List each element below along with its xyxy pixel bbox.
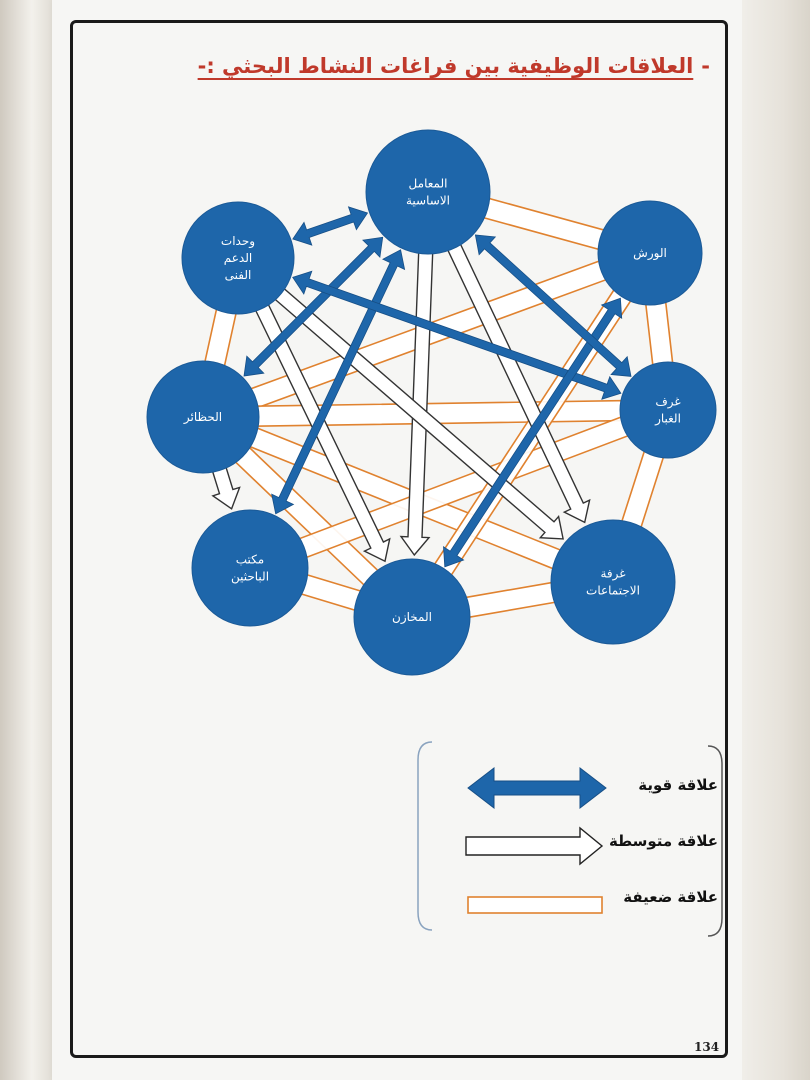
node-label-dust: الغبار xyxy=(654,412,681,427)
legend xyxy=(417,741,723,937)
legend-medium-arrow-icon xyxy=(465,826,604,866)
node-label-support: الدعم xyxy=(224,251,252,265)
legend-bracket-left xyxy=(417,741,433,931)
node-dust: غرف الغبار xyxy=(619,361,717,459)
node-label-meeting: غرفة xyxy=(600,567,625,582)
node-circle-labs xyxy=(365,129,491,255)
node-label-offices: الباحثين xyxy=(231,570,269,585)
node-barns: الحظائر xyxy=(146,360,260,474)
node-label-dust: غرف xyxy=(655,395,680,410)
node-circle-meeting xyxy=(550,519,676,645)
node-label-workshops: الورش xyxy=(633,246,667,261)
node-support: وحدات الدعم الفنى xyxy=(181,201,295,315)
strong-relation-arrow-support-dust xyxy=(292,270,622,400)
title-text: العلاقات الوظيفية بين فراغات النشاط البح… xyxy=(197,54,694,78)
weak-relation-bar-labs-workshops xyxy=(478,196,610,252)
node-label-support: الفنى xyxy=(225,268,252,282)
node-label-stores: المخازن xyxy=(392,610,432,625)
weak-relation-bar-workshops-dust xyxy=(644,296,674,371)
weak-relation-bar-dust-meeting xyxy=(619,445,666,533)
legend-medium-label: علاقة متوسطة xyxy=(608,832,718,850)
node-circle-offices xyxy=(191,509,309,627)
node-circle-dust xyxy=(619,361,717,459)
legend-strong-label: علاقة قوية xyxy=(638,776,718,794)
section-title: -العلاقات الوظيفية بين فراغات النشاط الب… xyxy=(150,48,710,84)
page-frame xyxy=(70,20,728,1058)
strong-relation-arrow-labs-offices xyxy=(271,249,406,515)
book-spine xyxy=(0,0,58,1080)
strong-relations-layer xyxy=(243,206,632,568)
node-circle-workshops xyxy=(597,200,703,306)
page-edge xyxy=(742,0,810,1080)
node-label-barns: الحظائر xyxy=(183,410,222,425)
page-number: 134 xyxy=(694,1040,720,1054)
strong-relation-arrow-workshops-stores xyxy=(443,297,623,568)
strong-relation-arrow-labs-dust xyxy=(474,234,632,377)
node-circle-support xyxy=(181,201,295,315)
node-label-labs: المعامل xyxy=(409,177,448,191)
node-offices: مكتب الباحثين xyxy=(191,509,309,627)
node-circle-stores xyxy=(353,558,471,676)
legend-medium-arrow-shape xyxy=(465,826,604,866)
legend-weak-label: علاقة ضعيفة xyxy=(623,888,718,906)
legend-weak-bar-icon xyxy=(467,896,603,914)
medium-relation-arrow-labs-meeting xyxy=(443,235,591,524)
node-labs: المعامل الاساسية xyxy=(365,129,491,255)
medium-relation-arrow-support-meeting xyxy=(267,281,564,540)
node-label-support: وحدات xyxy=(221,234,255,249)
node-meeting: غرفة الاجتماعات xyxy=(550,519,676,645)
legend-strong-arrow-icon xyxy=(467,766,607,810)
title-bullet: - xyxy=(701,54,710,78)
legend-bracket-right xyxy=(707,745,723,937)
node-workshops: الورش xyxy=(597,200,703,306)
strong-relation-arrow-labs-barns xyxy=(243,236,384,377)
nodes-layer: المعامل الاساسية وحدات الدعم الفنى الورش غرف ال… xyxy=(146,129,717,676)
weak-relation-bar-stores-meeting xyxy=(460,580,561,619)
legend-strong-arrow-shape xyxy=(467,766,607,810)
weak-relation-bar-support-barns xyxy=(203,303,238,372)
node-circle-barns xyxy=(146,360,260,474)
node-stores: المخازن xyxy=(353,558,471,676)
strong-relation-arrow-support-labs xyxy=(292,206,369,246)
node-label-meeting: الاجتماعات xyxy=(586,584,640,598)
node-label-labs: الاساسية xyxy=(406,194,450,208)
node-label-offices: مكتب xyxy=(236,553,264,567)
